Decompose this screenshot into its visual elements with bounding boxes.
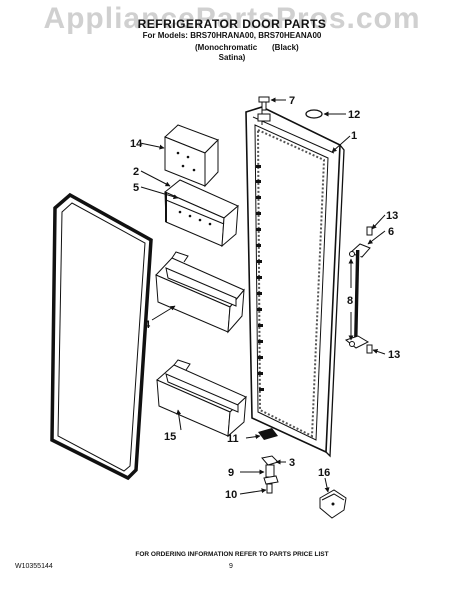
callout-9: 9 xyxy=(228,467,234,479)
callout-13-bottom: 13 xyxy=(388,349,400,361)
hinge-bolt xyxy=(266,483,273,494)
bottom-hinge xyxy=(258,428,347,519)
o-ring xyxy=(305,109,323,119)
refrigerator-door xyxy=(245,106,345,458)
hinge-screw xyxy=(258,96,270,111)
callout-14: 15 xyxy=(164,431,176,443)
variant-monochromatic: (Monochromatic xyxy=(195,43,258,52)
watermark: AppliancePartsPros.com xyxy=(43,2,421,35)
door-gasket xyxy=(50,192,153,481)
callout-15: 14 xyxy=(130,138,143,150)
callout-4: 4 xyxy=(144,319,151,331)
hinge-pin xyxy=(265,464,275,478)
callout-5: 5 xyxy=(133,182,139,194)
callout-7: 7 xyxy=(289,95,295,107)
bottom-hinge-bushing xyxy=(258,428,278,440)
dairy-bin xyxy=(164,124,219,188)
door-handle xyxy=(344,226,373,354)
model-list: For Models: BRS70HRANA00, BRS70HEANA00 xyxy=(142,31,322,40)
variant-satina: Satina) xyxy=(218,53,246,62)
top-hinge-bushing xyxy=(257,113,271,122)
handle-screw-bottom xyxy=(366,344,373,354)
hinge-cam xyxy=(261,455,279,466)
hinge-washer xyxy=(263,475,279,485)
callout-13-top: 13 xyxy=(386,210,398,222)
callout-16: 16 xyxy=(318,467,330,479)
callout-8: 8 xyxy=(347,295,353,307)
callout-1: 1 xyxy=(351,130,357,142)
callout-11: 11 xyxy=(227,433,239,445)
variant-black: (Black) xyxy=(272,43,299,52)
page-number: 9 xyxy=(229,563,233,570)
callout-3: 3 xyxy=(289,457,295,469)
diagram-title: REFRIGERATOR DOOR PARTS xyxy=(137,17,327,31)
callout-6: 6 xyxy=(388,226,394,238)
callout-2: 2 xyxy=(133,166,139,178)
ordering-note: FOR ORDERING INFORMATION REFER TO PARTS … xyxy=(135,551,329,558)
door-bin-small xyxy=(164,179,239,248)
door-bin-medium xyxy=(155,251,245,334)
door-bin-large xyxy=(156,359,247,438)
document-number: W10355144 xyxy=(15,563,53,570)
handle-screw-top xyxy=(366,226,373,236)
callout-12: 12 xyxy=(348,109,360,121)
callout-10: 10 xyxy=(225,489,237,501)
